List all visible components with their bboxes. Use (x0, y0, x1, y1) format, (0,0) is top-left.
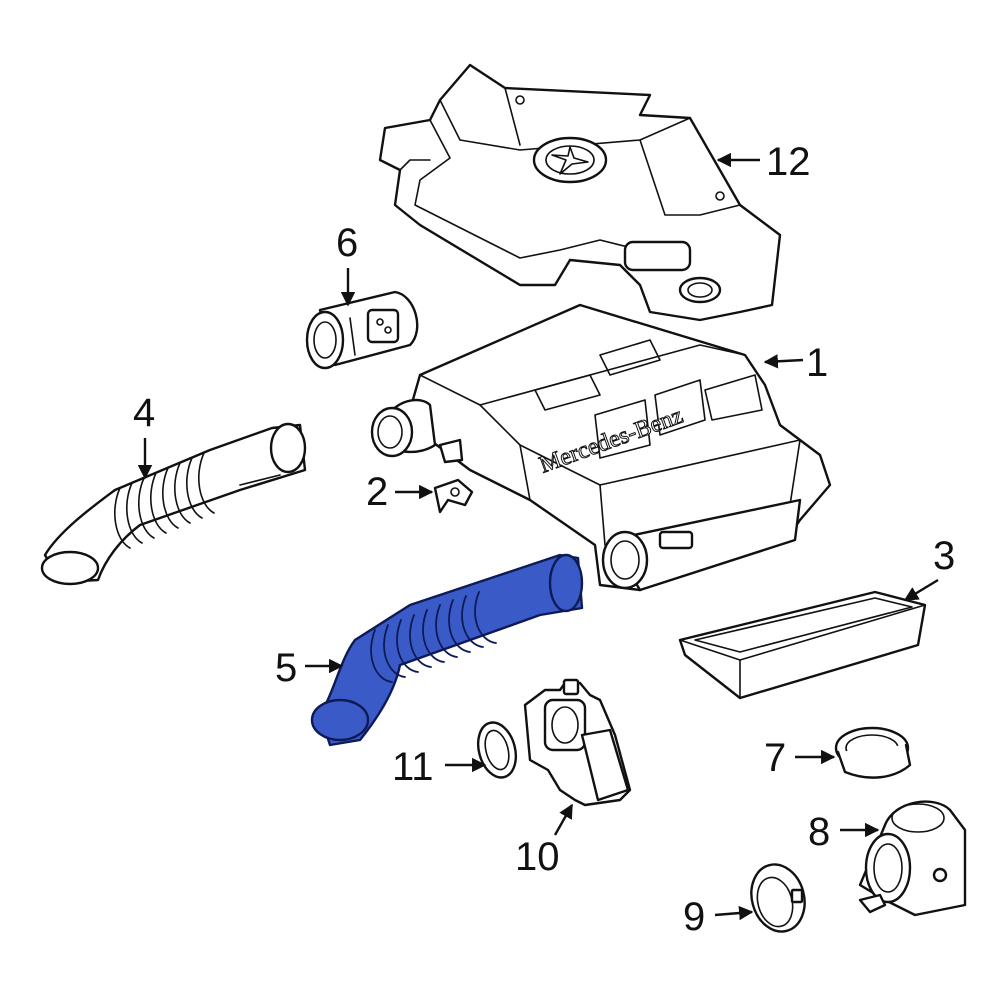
part-4-intake-duct[interactable] (40, 422, 307, 586)
callout-9[interactable]: 9 (683, 895, 705, 939)
leader-3 (903, 578, 939, 602)
part-3-filter-element[interactable] (678, 590, 927, 700)
callout-1[interactable]: 1 (806, 341, 828, 385)
callout-3[interactable]: 3 (933, 534, 955, 578)
part-11-o-ring[interactable] (472, 718, 521, 781)
part-8-adapter[interactable] (858, 800, 967, 917)
part-5-intake-hose[interactable] (310, 553, 584, 747)
callout-10[interactable]: 10 (515, 835, 560, 879)
leader-1 (763, 354, 804, 369)
callout-6[interactable]: 6 (336, 221, 358, 265)
part-6-air-flow-sensor[interactable] (305, 290, 419, 370)
callout-4[interactable]: 4 (133, 391, 155, 435)
callout-12[interactable]: 12 (766, 140, 811, 184)
callout-8[interactable]: 8 (808, 810, 830, 854)
part-2-bracket[interactable] (433, 478, 474, 514)
part-7-clamp[interactable] (834, 726, 912, 779)
callout-2[interactable]: 2 (366, 470, 388, 514)
leader-10 (553, 803, 574, 836)
part-12-engine-cover[interactable] (378, 63, 782, 322)
callout-11[interactable]: 11 (392, 745, 434, 789)
part-1-air-filter-housing[interactable]: Mercedes-Benz (370, 303, 832, 592)
part-9-clamp[interactable] (744, 858, 812, 937)
part-10-throttle-body[interactable] (523, 678, 632, 807)
callout-5[interactable]: 5 (275, 646, 297, 690)
leader-9 (714, 905, 754, 921)
callout-7[interactable]: 7 (764, 736, 786, 780)
